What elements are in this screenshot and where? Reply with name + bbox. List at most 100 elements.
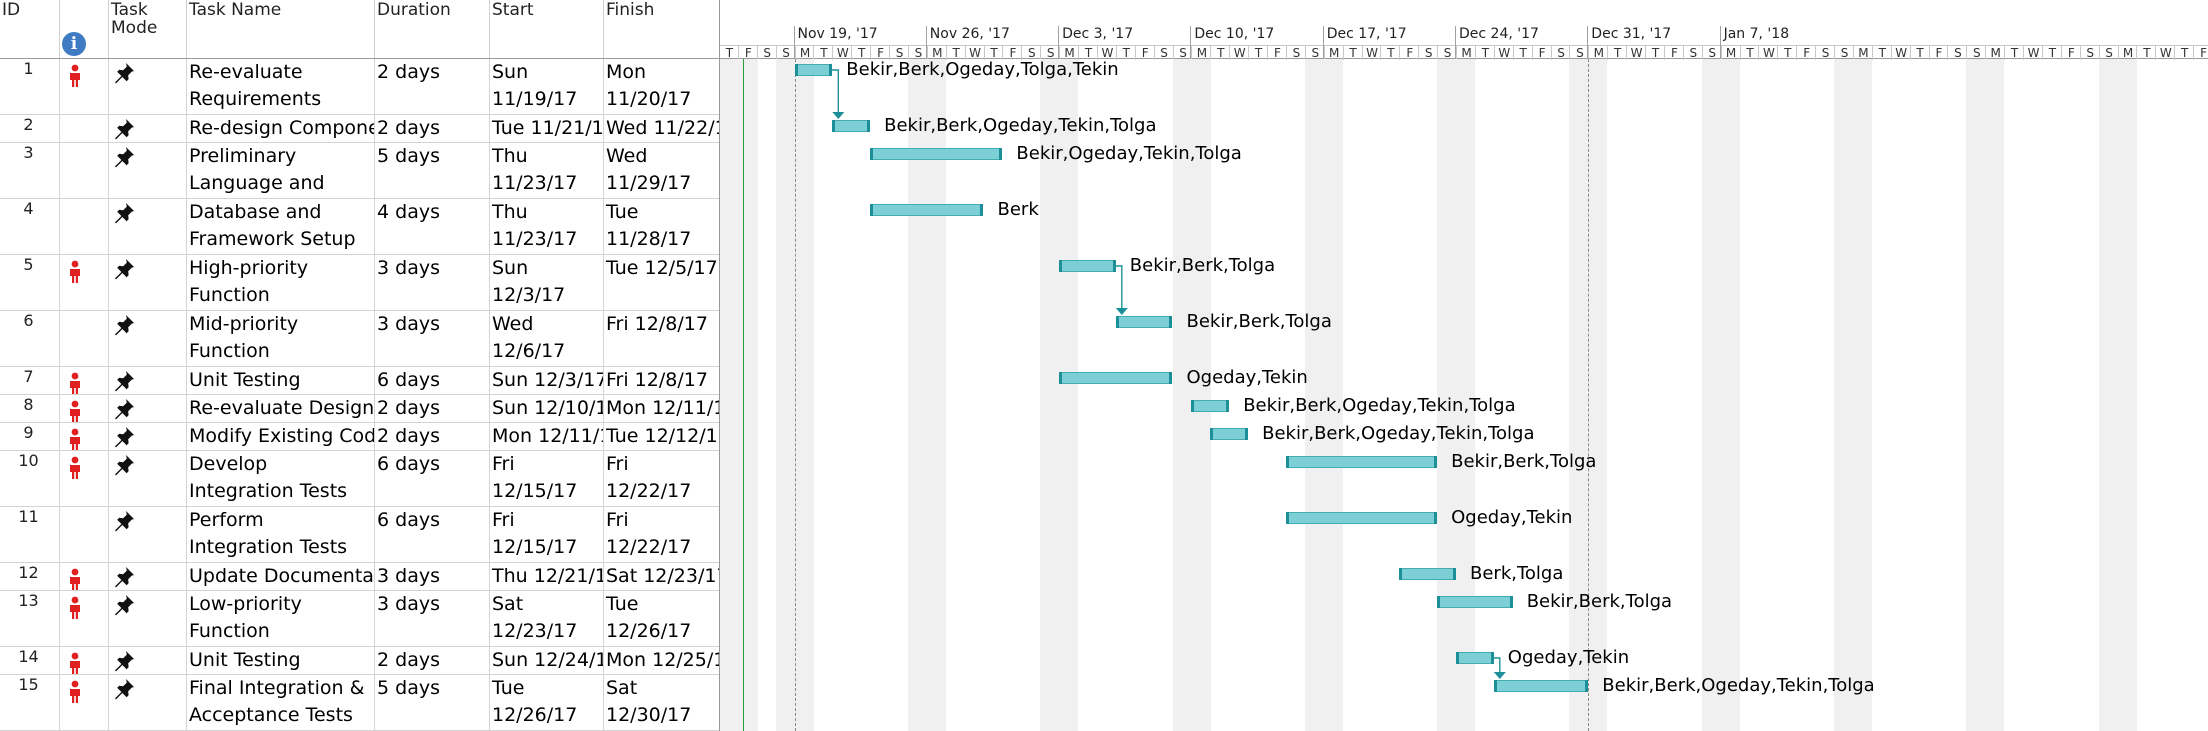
gantt-bar[interactable] — [1210, 428, 1249, 440]
gantt-bar[interactable] — [1115, 316, 1173, 328]
task-start[interactable]: Sat 12/23/17 — [490, 591, 604, 646]
task-name[interactable]: Preliminary Language and — [187, 143, 375, 198]
dependency-link[interactable] — [1492, 657, 1501, 674]
column-header-task-name[interactable]: Task Name — [187, 0, 375, 58]
task-duration[interactable]: 3 days — [375, 311, 490, 366]
column-header-duration[interactable]: Duration — [375, 0, 490, 58]
task-mode[interactable] — [109, 115, 187, 142]
task-name[interactable]: Re-evaluate Design — [187, 395, 375, 422]
task-name[interactable]: Low-priority Function — [187, 591, 375, 646]
task-duration[interactable]: 6 days — [375, 507, 490, 562]
task-name[interactable]: Unit Testing — [187, 647, 375, 674]
column-header-start[interactable]: Start — [490, 0, 604, 58]
task-duration[interactable]: 2 days — [375, 395, 490, 422]
task-mode[interactable] — [109, 143, 187, 198]
task-finish[interactable]: Tue 12/26/17 — [606, 593, 692, 642]
task-finish[interactable]: Wed 11/22/17 — [606, 117, 719, 139]
dependency-link[interactable] — [831, 69, 839, 114]
task-finish[interactable]: Mon 11/20/17 — [606, 61, 692, 110]
task-mode[interactable] — [109, 423, 187, 450]
task-finish[interactable]: Fri 12/22/17 — [606, 453, 692, 502]
gantt-bar[interactable] — [1285, 456, 1438, 468]
task-finish[interactable]: Sat 12/23/17 — [606, 565, 720, 587]
gantt-bar[interactable] — [794, 64, 833, 76]
gantt-bar[interactable] — [1059, 372, 1173, 384]
task-start[interactable]: Mon 12/11/17 — [490, 423, 604, 450]
task-finish[interactable]: Fri 12/8/17 — [606, 369, 708, 391]
task-start[interactable]: Thu 11/23/17 — [490, 199, 604, 254]
task-duration[interactable]: 2 days — [375, 59, 490, 114]
task-duration[interactable]: 6 days — [375, 451, 490, 506]
task-mode[interactable] — [109, 507, 187, 562]
task-duration[interactable]: 6 days — [375, 367, 490, 394]
task-start[interactable]: Wed 12/6/17 — [490, 311, 604, 366]
task-mode[interactable] — [109, 311, 187, 366]
task-name[interactable]: Final Integration & Acceptance Tests — [187, 675, 375, 730]
task-duration[interactable]: 3 days — [375, 591, 490, 646]
task-name[interactable]: Re-design Components — [187, 115, 375, 142]
gantt-bar[interactable] — [1059, 260, 1116, 272]
gantt-bar[interactable] — [870, 148, 1003, 160]
task-finish[interactable]: Fri 12/8/17 — [606, 313, 708, 335]
gantt-bar[interactable] — [1191, 400, 1230, 412]
task-finish[interactable]: Tue 11/28/17 — [606, 201, 692, 250]
column-header-indicators[interactable]: i — [60, 0, 109, 58]
task-mode[interactable] — [109, 199, 187, 254]
gantt-bar[interactable] — [870, 204, 984, 216]
task-duration[interactable]: 5 days — [375, 675, 490, 730]
task-start[interactable]: Sun 12/24/17 — [490, 647, 604, 674]
task-start[interactable]: Tue 11/21/17 — [490, 115, 604, 142]
task-name[interactable]: Modify Existing Code — [187, 423, 375, 450]
task-duration[interactable]: 2 days — [375, 115, 490, 142]
gantt-bar[interactable] — [1285, 512, 1438, 524]
task-duration[interactable]: 3 days — [375, 563, 490, 590]
gantt-bar[interactable] — [1456, 652, 1494, 664]
task-name[interactable]: Perform Integration Tests — [187, 507, 375, 562]
task-duration[interactable]: 3 days — [375, 255, 490, 310]
task-name[interactable]: Unit Testing — [187, 367, 375, 394]
task-mode[interactable] — [109, 647, 187, 674]
task-name[interactable]: Update Documentation — [187, 563, 375, 590]
task-finish[interactable]: Wed 11/29/17 — [606, 145, 692, 194]
task-mode[interactable] — [109, 367, 187, 394]
task-duration[interactable]: 2 days — [375, 647, 490, 674]
task-name[interactable]: High-priority Function — [187, 255, 375, 310]
task-start[interactable]: Fri 12/15/17 — [490, 507, 604, 562]
task-start[interactable]: Sun 12/3/17 — [490, 255, 604, 310]
task-finish[interactable]: Tue 12/12/17 — [606, 425, 720, 447]
task-start[interactable]: Sun 12/10/17 — [490, 395, 604, 422]
column-header-task-mode[interactable]: Task Mode — [109, 0, 187, 58]
column-header-finish[interactable]: Finish — [606, 0, 655, 20]
task-name[interactable]: Database and Framework Setup — [187, 199, 375, 254]
task-mode[interactable] — [109, 563, 187, 590]
task-mode[interactable] — [109, 59, 187, 114]
task-duration[interactable]: 4 days — [375, 199, 490, 254]
dependency-link[interactable] — [1114, 265, 1123, 310]
task-start[interactable]: Fri 12/15/17 — [490, 451, 604, 506]
gantt-bar[interactable] — [1399, 568, 1456, 580]
gantt-bar[interactable] — [832, 120, 871, 132]
task-finish[interactable]: Fri 12/22/17 — [606, 509, 692, 558]
task-mode[interactable] — [109, 675, 187, 730]
task-finish[interactable]: Mon 12/25/17 — [606, 649, 719, 671]
task-name[interactable]: Re-evaluate Requirements — [187, 59, 375, 114]
task-start[interactable]: Thu 12/21/17 — [490, 563, 604, 590]
task-start[interactable]: Sun 12/3/17 — [490, 367, 604, 394]
task-mode[interactable] — [109, 591, 187, 646]
task-finish[interactable]: Sat 12/30/17 — [606, 677, 692, 726]
task-finish[interactable]: Mon 12/11/17 — [606, 397, 719, 419]
column-header-id[interactable]: ID — [0, 0, 60, 58]
